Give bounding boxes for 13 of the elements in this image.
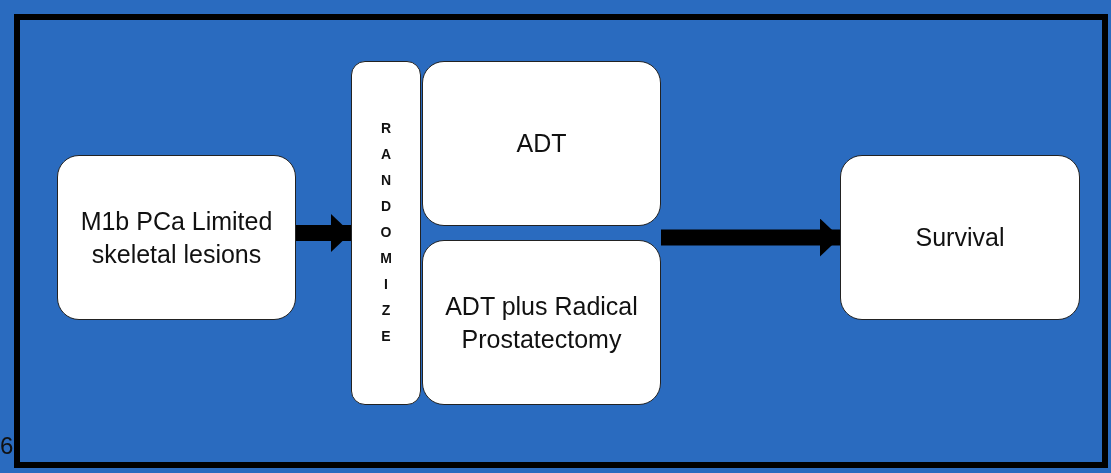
page-number: 6: [0, 432, 14, 460]
arrow: [661, 218, 840, 257]
process-box: [840, 155, 1080, 320]
node-label: RANDOMIZE: [380, 119, 392, 346]
process-box: [57, 155, 296, 320]
process-box: [422, 240, 661, 405]
randomize-bar: [351, 61, 421, 405]
node-label: ADT: [515, 128, 568, 160]
node-label: M1b PCa Limited skeletal lesions: [79, 206, 274, 270]
node-label: Survival: [914, 222, 1006, 254]
node-label: ADT plus Radical Prostatectomy: [444, 291, 639, 355]
process-box: [422, 61, 661, 226]
arrow: [296, 214, 351, 252]
